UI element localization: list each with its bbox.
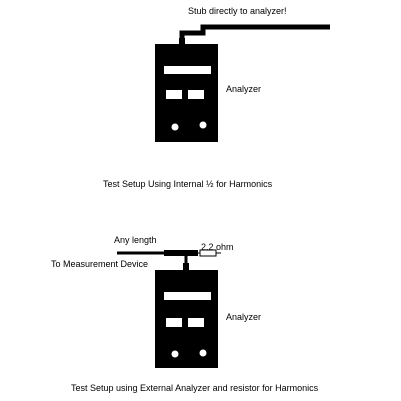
top-stub-cable [179,24,330,44]
top-analyzer-key-left [166,90,182,99]
resistor-label: 2.2 ohm [201,242,234,252]
top-setup: Stub directly to analyzer! Analyzer Test… [103,6,330,189]
bottom-analyzer-display [164,292,211,300]
top-analyzer-key-right [188,90,204,99]
bottom-analyzer-body [155,270,218,368]
top-analyzer-knob-right [199,121,207,129]
bottom-analyzer-device [155,270,218,368]
top-analyzer-label: Analyzer [226,84,261,94]
top-analyzer-display [164,66,211,74]
bottom-analyzer-knob-left [171,350,179,358]
top-analyzer-device [155,44,218,142]
top-stub-connector [179,38,185,46]
top-analyzer-body [155,44,218,142]
bottom-length-note: Any length [114,235,157,245]
top-analyzer-knob-left [171,123,179,131]
resistor-symbol [196,249,221,257]
bottom-setup-caption: Test Setup using External Analyzer and r… [71,383,319,393]
bottom-setup: Any length 2.2 ohm To Measurement Device… [51,235,319,393]
bottom-cable-connector [183,263,189,272]
bottom-analyzer-knob-right [199,349,207,357]
measurement-device-label: To Measurement Device [51,259,148,269]
bottom-cable-junction [164,250,198,256]
bottom-analyzer-key-right [188,318,204,327]
bottom-analyzer-key-left [166,318,182,327]
top-setup-caption: Test Setup Using Internal ½ for Harmonic… [103,179,273,189]
bottom-analyzer-label: Analyzer [226,312,261,322]
top-stub-note: Stub directly to analyzer! [188,6,287,16]
